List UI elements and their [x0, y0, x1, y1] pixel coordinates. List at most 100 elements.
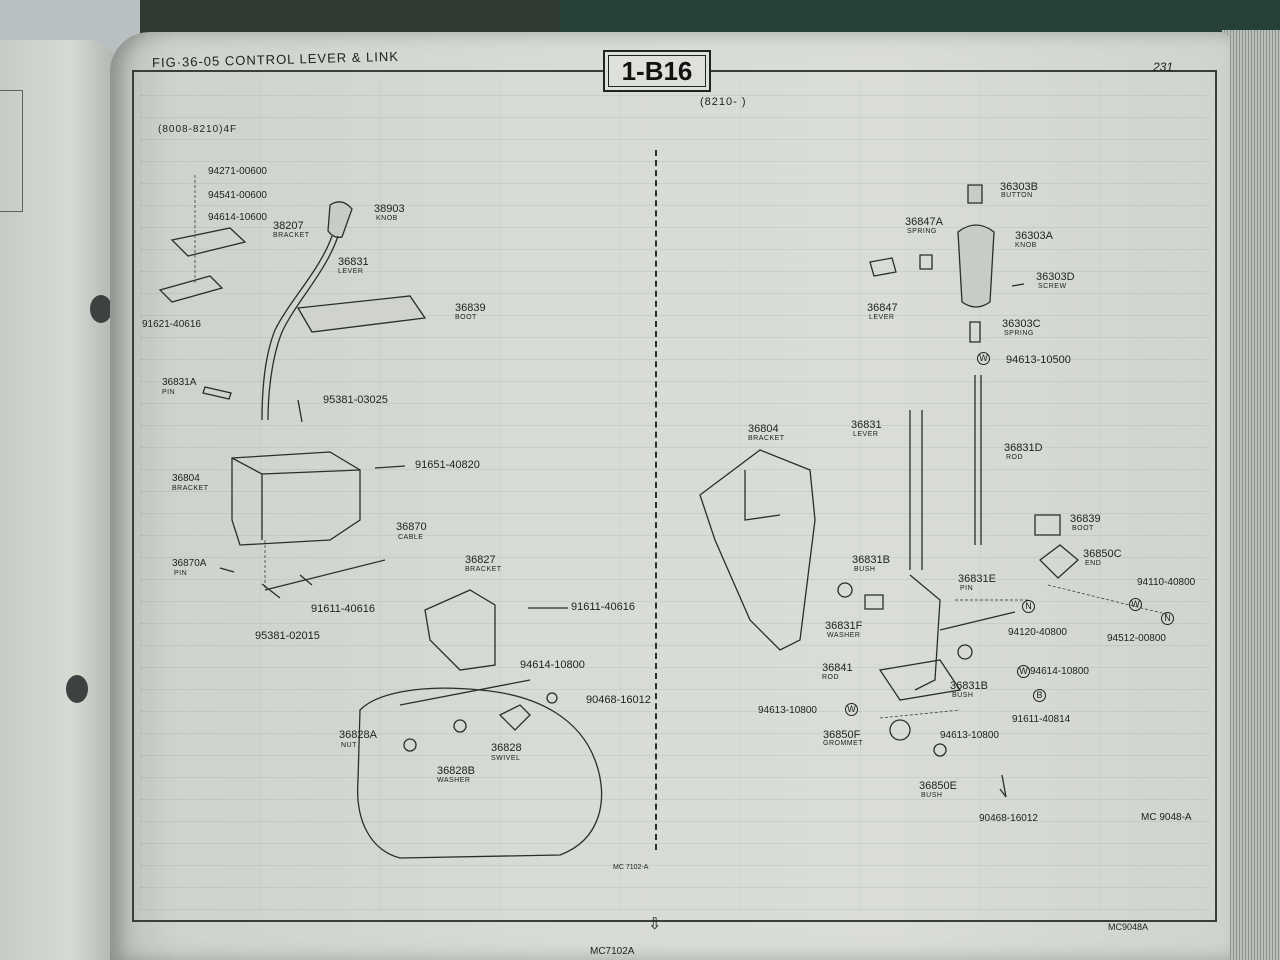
binder-hole — [90, 295, 112, 323]
left-bracket-foot — [158, 275, 224, 303]
callout-pn: 91651-40820 — [415, 459, 480, 471]
callout-name: SCREW — [1038, 283, 1067, 290]
callout-pn: 95381-03025 — [323, 394, 388, 406]
callout-name: BUSH — [921, 792, 943, 799]
left-bolt — [374, 465, 406, 469]
callout-pn: 36828B — [437, 765, 475, 777]
callout-pn: 90468-16012 — [586, 694, 651, 706]
right-spring — [919, 254, 933, 270]
catalog-page — [110, 32, 1230, 960]
callout-pn: 36804 — [172, 473, 200, 484]
callout-pn: 91621-40616 — [142, 319, 201, 330]
callout-pn: 36303B — [1000, 181, 1038, 193]
nut-symbol-icon: N — [1161, 612, 1174, 625]
callout-pn: 36870A — [172, 558, 207, 569]
callout-name: PIN — [174, 570, 188, 577]
callout-pn: 36303D — [1036, 271, 1075, 283]
right-button — [967, 184, 983, 204]
callout-name: KNOB — [1015, 242, 1037, 249]
callout-pn: 36847A — [905, 216, 943, 228]
right-knob — [957, 224, 995, 308]
callout-pn: 94613-10800 — [758, 705, 817, 716]
callout-name: BOOT — [455, 314, 477, 321]
callout-pn: 90468-16012 — [979, 813, 1038, 824]
callout-name: SWIVEL — [491, 755, 521, 762]
callout-pn: 36831 — [851, 419, 882, 431]
left-pin — [202, 386, 232, 400]
left-bracket-box — [231, 451, 361, 546]
callout-name: WASHER — [437, 777, 471, 784]
callout-name: NUT — [341, 742, 357, 749]
transmission-housing — [356, 687, 603, 859]
continue-arrow-icon: ⇩ — [648, 916, 662, 933]
left-applicability: (8008-8210)4F — [158, 124, 238, 135]
right-bush-b — [957, 644, 973, 660]
nut-symbol-icon: N — [1022, 600, 1035, 613]
callout-pn: 94614-10600 — [208, 212, 267, 223]
left-washer — [453, 719, 467, 733]
callout-pn: 36831E — [958, 573, 996, 585]
right-end — [1039, 544, 1079, 579]
page-code-inner-border — [608, 55, 706, 87]
binder-hole — [66, 675, 88, 703]
callout-pn: 36850E — [919, 780, 957, 792]
page-edges — [1222, 30, 1280, 960]
callout-name: SPRING — [1004, 330, 1034, 337]
right-cotter — [999, 774, 1007, 798]
left-pin-b — [219, 567, 235, 573]
page-code: 1-B16 — [621, 55, 693, 86]
washer-symbol-icon: W — [1017, 665, 1030, 678]
footer-right-code: MC9048A — [1108, 922, 1149, 932]
washer-symbol-icon: W — [845, 703, 858, 716]
right-bush — [864, 594, 884, 610]
callout-name: BUSH — [854, 566, 876, 573]
right-screw — [1011, 283, 1025, 287]
left-bracket-plate — [170, 227, 247, 257]
dashed-divider — [655, 150, 657, 850]
callout-pn: 36828 — [491, 742, 522, 754]
page-number: 231 — [1153, 60, 1174, 74]
callout-name: BRACKET — [748, 435, 785, 442]
callout-pn: 36827 — [465, 554, 496, 566]
callout-pn: 38903 — [374, 203, 405, 215]
callout-pn: 91611-40616 — [311, 603, 376, 615]
callout-pn: 95381-02015 — [255, 630, 320, 642]
callout-name: GROMMET — [823, 740, 864, 747]
right-washer — [837, 582, 853, 598]
right-illustration-code: MC 9048-A — [1141, 812, 1192, 823]
callout-pn: 91611-40616 — [571, 601, 636, 613]
bleed-through-table — [140, 80, 1210, 910]
right-boot — [1034, 514, 1061, 536]
left-cable-bracket — [424, 589, 496, 671]
callout-pn: 94271-00600 — [208, 166, 267, 177]
callout-pn: 36831B — [852, 554, 890, 566]
callout-name: BRACKET — [273, 232, 310, 239]
callout-pn: 36303A — [1015, 230, 1053, 242]
left-cotter-pin — [297, 399, 303, 423]
right-lever-small — [869, 257, 897, 277]
callout-pn: 91611-40814 — [1012, 714, 1071, 725]
callout-name: CABLE — [398, 534, 424, 541]
callout-name: LEVER — [853, 431, 879, 438]
left-page — [0, 40, 118, 960]
callout-pn: 36804 — [748, 423, 779, 435]
washer-symbol-icon: W — [1129, 598, 1142, 611]
callout-pn: 36839 — [455, 302, 486, 314]
callout-pn: 36839 — [1070, 513, 1101, 525]
callout-pn: 36831 — [338, 256, 369, 268]
page-code-box: 1-B16 — [603, 50, 711, 92]
callout-pn: 94614-10800 — [520, 659, 585, 671]
callout-pn: 36870 — [396, 521, 427, 533]
callout-pn: 94512-00800 — [1107, 633, 1166, 644]
page-tab — [0, 90, 23, 212]
callout-name: BRACKET — [465, 566, 502, 573]
callout-name: LEVER — [338, 268, 364, 275]
callout-pn: 38207 — [273, 220, 304, 232]
callout-pn: 94120-40800 — [1008, 627, 1067, 638]
right-rod-long — [974, 375, 982, 545]
callout-pn: 94541-00600 — [208, 190, 267, 201]
callout-pn: 36831A — [162, 377, 197, 388]
bolt-symbol-icon: B — [1033, 689, 1046, 702]
callout-name: BOOT — [1072, 525, 1094, 532]
